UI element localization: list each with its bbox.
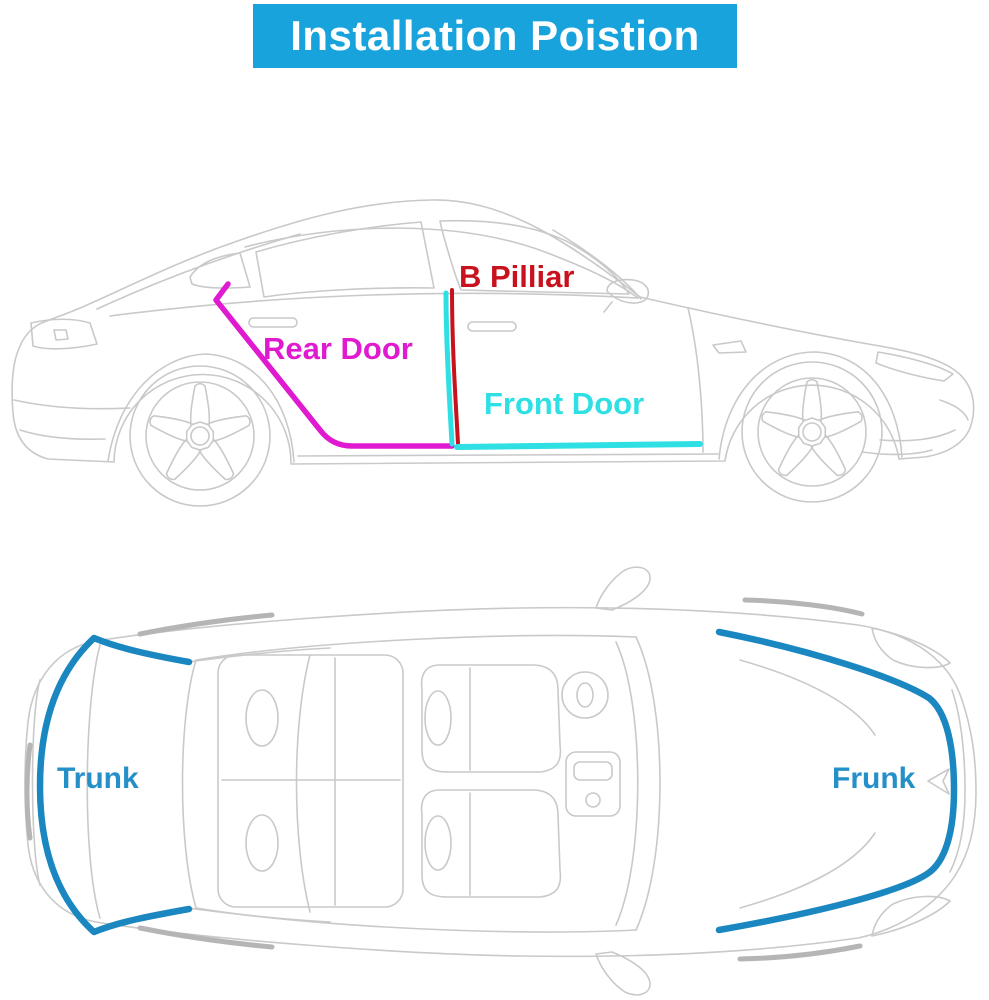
top-mirror-left bbox=[595, 566, 651, 611]
frunk-seal-line bbox=[715, 628, 958, 934]
side-body-outline bbox=[11, 199, 975, 465]
steering-wheel bbox=[561, 671, 609, 719]
tail-light bbox=[30, 318, 98, 350]
rear-wheel bbox=[129, 365, 271, 507]
b-pillar-seal-line-cyan bbox=[443, 290, 455, 447]
frunk-label: Frunk bbox=[832, 762, 916, 795]
top-body-outline bbox=[24, 606, 977, 958]
top-view-accents bbox=[24, 597, 865, 962]
front-door-label: Front Door bbox=[484, 386, 645, 421]
front-door-seal-line bbox=[454, 441, 703, 450]
rear-door-seal-line bbox=[213, 281, 455, 449]
title-banner: Installation Poistion bbox=[253, 4, 737, 68]
frunk-pointer-icon bbox=[927, 768, 950, 795]
top-view-car bbox=[24, 566, 977, 996]
trunk-label: Trunk bbox=[57, 762, 139, 795]
b-pillar-seal-line-red bbox=[450, 288, 460, 446]
top-mirror-right bbox=[595, 951, 651, 996]
headlight bbox=[875, 351, 954, 382]
front-wheel bbox=[741, 361, 883, 503]
rear-door-label: Rear Door bbox=[263, 331, 413, 366]
title-text: Installation Poistion bbox=[290, 12, 700, 59]
trunk-seal-line bbox=[36, 634, 193, 936]
side-mirror bbox=[606, 278, 650, 304]
b-pillar-label: B Pilliar bbox=[459, 259, 575, 294]
fender-camera bbox=[712, 340, 747, 354]
side-view-car bbox=[11, 199, 975, 507]
